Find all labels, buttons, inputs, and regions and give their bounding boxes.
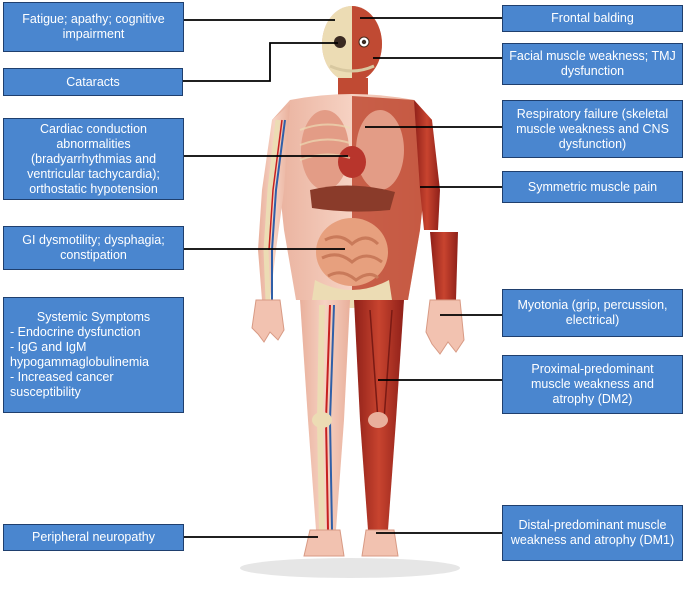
label-myotonia: Myotonia (grip, percussion, electrical) xyxy=(502,289,683,337)
legs xyxy=(300,300,404,557)
label-frontal: Frontal balding xyxy=(502,5,683,32)
label-fatigue: Fatigue; apathy; cognitive impairment xyxy=(3,2,184,52)
label-cataracts: Cataracts xyxy=(3,68,183,96)
leader-lines xyxy=(183,17,502,538)
left-arm xyxy=(251,104,290,343)
systemic-item: - Increased cancer susceptibility xyxy=(10,370,114,399)
systemic-title: Systemic Symptoms xyxy=(36,310,151,324)
label-symmetric: Symmetric muscle pain xyxy=(502,171,683,203)
label-respiratory: Respiratory failure (skeletal muscle wea… xyxy=(502,100,683,158)
label-cardiac: Cardiac conduction abnormalities (bradya… xyxy=(3,118,184,200)
label-proximal: Proximal-predominant muscle weakness and… xyxy=(502,355,683,414)
head xyxy=(322,6,382,82)
right-arm xyxy=(414,100,465,355)
floor-shadow xyxy=(240,558,460,578)
label-facial: Facial muscle weakness; TMJ dysfunction xyxy=(502,43,683,85)
systemic-item: - IgG and IgM hypogammaglobulinemia xyxy=(10,340,149,369)
systemic-item: - Endocrine dysfunction xyxy=(10,325,141,339)
label-peripheral: Peripheral neuropathy xyxy=(3,524,184,551)
leader-cataracts xyxy=(183,42,338,82)
label-gi: GI dysmotility; dysphagia; constipation xyxy=(3,226,184,270)
label-distal: Distal-predominant muscle weakness and a… xyxy=(502,505,683,561)
label-systemic: Systemic Symptoms - Endocrine dysfunctio… xyxy=(3,297,184,413)
